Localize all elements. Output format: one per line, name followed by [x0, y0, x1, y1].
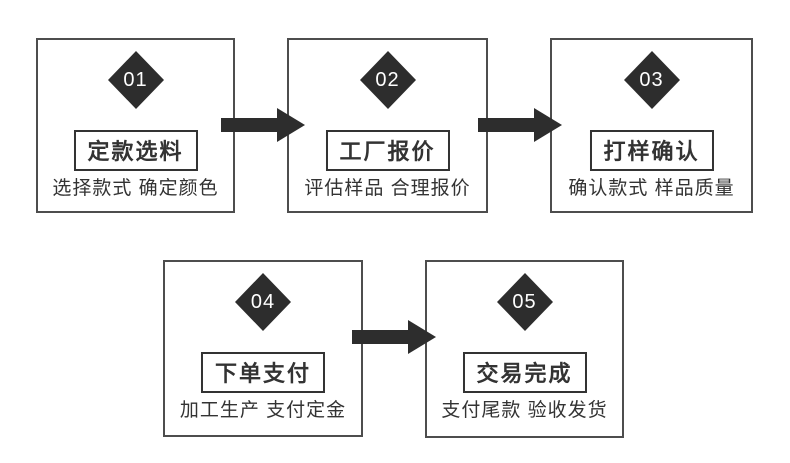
step-box-1: 01 定款选料 选择款式 确定颜色: [36, 38, 235, 213]
step-box-4: 04 下单支付 加工生产 支付定金: [163, 260, 363, 437]
step-number-badge: 05: [496, 273, 553, 331]
diamond-icon: [359, 51, 416, 109]
step-subtitle: 加工生产 支付定金: [179, 400, 347, 421]
step-number-badge: 02: [359, 51, 416, 109]
step-number: 04: [250, 290, 276, 313]
step-number: 02: [375, 68, 400, 91]
step-box-2: 02 工厂报价 评估样品 合理报价: [287, 38, 488, 213]
step-title: 定款选料: [73, 130, 198, 171]
step-box-5: 05 交易完成 支付尾款 验收发货: [425, 260, 624, 438]
step-subtitle: 评估样品 合理报价: [304, 178, 471, 199]
step-title: 交易完成: [462, 352, 587, 393]
step-number-badge: 04: [235, 273, 291, 331]
step-number: 03: [639, 68, 664, 91]
diamond-icon: [496, 273, 553, 331]
diamond-icon: [107, 51, 164, 109]
step-subtitle: 选择款式 确定颜色: [52, 178, 219, 199]
step-box-3: 03 打样确认 确认款式 样品质量: [550, 38, 753, 213]
arrow-right-icon: [221, 108, 305, 142]
step-title: 打样确认: [589, 130, 714, 171]
step-number: 01: [123, 68, 148, 91]
diamond-icon: [623, 51, 680, 109]
step-number-badge: 03: [623, 51, 680, 109]
diamond-icon: [235, 273, 291, 331]
step-title: 下单支付: [200, 352, 326, 393]
step-title: 工厂报价: [325, 130, 450, 171]
step-number-badge: 01: [107, 51, 164, 109]
step-subtitle: 确认款式 样品质量: [568, 178, 735, 199]
step-subtitle: 支付尾款 验收发货: [441, 400, 608, 421]
step-number: 05: [512, 290, 537, 313]
arrow-right-icon: [352, 320, 436, 354]
arrow-right-icon: [478, 108, 562, 142]
